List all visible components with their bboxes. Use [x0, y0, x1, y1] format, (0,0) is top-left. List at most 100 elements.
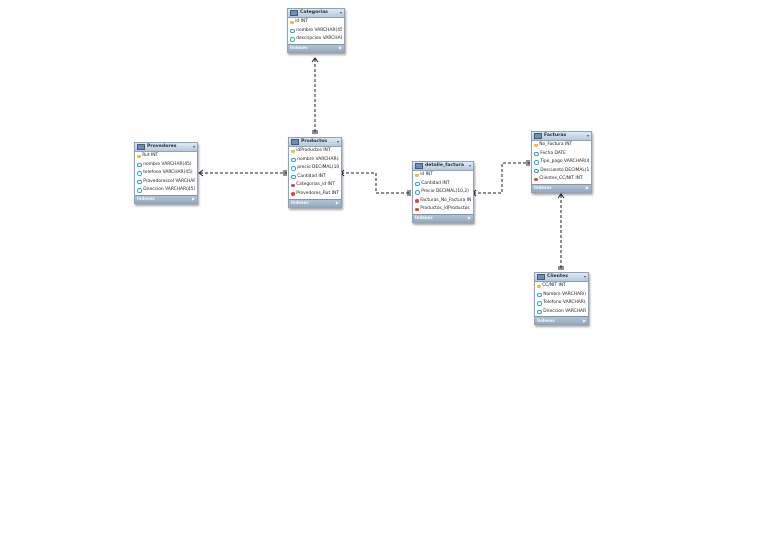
collapse-icon[interactable]: ▾	[586, 132, 589, 138]
table-header[interactable]: Categorias ▾	[288, 9, 344, 18]
column-row[interactable]: Cantidad INT	[289, 173, 341, 182]
expand-arrow-icon[interactable]: ▶	[191, 196, 195, 202]
column-row[interactable]: precio DECIMAL(10,2)	[289, 164, 341, 173]
column-row[interactable]: Direccion VARCHAR(45)	[535, 308, 588, 317]
primary-key-icon	[415, 173, 419, 178]
indexes-section[interactable]: Indexes ▶	[535, 316, 588, 325]
indexes-section[interactable]: Indexes ▶	[532, 183, 591, 192]
table-header[interactable]: Clientes ▾	[535, 273, 588, 282]
column-row[interactable]: Descuento DECIMAL(10,2)	[532, 167, 591, 176]
expand-arrow-icon[interactable]: ▶	[467, 215, 471, 221]
collapse-icon[interactable]: ▾	[468, 162, 471, 168]
column-label: telefono VARCHAR(45)	[143, 170, 193, 176]
column-icon	[137, 179, 142, 185]
primary-key-icon	[291, 149, 295, 154]
column-label: Nombre VARCHAR(45)	[543, 291, 586, 297]
expand-arrow-icon[interactable]: ▶	[335, 199, 339, 205]
column-row[interactable]: Precio DECIMAL(10,2)	[413, 188, 473, 197]
column-icon	[534, 151, 539, 157]
primary-key-icon	[137, 154, 141, 159]
column-row[interactable]: Telefono VARCHAR(45)	[535, 299, 588, 308]
column-label: descripcion VARCHAR(45)	[296, 36, 342, 42]
table-header[interactable]: detalle_factura ▾	[413, 162, 473, 171]
table-icon	[137, 144, 145, 150]
column-icon	[137, 188, 142, 193]
column-label: Tipo_pago VARCHAR(45)	[540, 159, 589, 165]
collapse-icon[interactable]: ▾	[339, 9, 342, 15]
column-row[interactable]: telefono VARCHAR(45)	[135, 169, 197, 178]
table-icon	[290, 10, 298, 16]
column-list: No_Factura INT Fecha DATE Tipo_pago VARCHA…	[532, 141, 591, 184]
column-row[interactable]: Fecha DATE	[532, 150, 591, 159]
expand-arrow-icon[interactable]: ▶	[585, 185, 589, 191]
column-label: nombre VARCHAR(45)	[296, 27, 342, 33]
collapse-icon[interactable]: ▾	[336, 138, 339, 144]
column-label: Cantidad INT	[297, 173, 326, 179]
primary-key-icon	[290, 20, 294, 25]
indexes-section[interactable]: Indexes ▶	[135, 194, 197, 203]
rel-detalle-productos	[341, 172, 411, 194]
column-label: No_Factura INT	[539, 142, 573, 147]
column-label: Fecha DATE	[540, 150, 566, 156]
collapse-icon[interactable]: ▾	[583, 273, 586, 279]
column-row[interactable]: Rut INT	[135, 152, 197, 161]
column-label: Provedores_Rut INT	[296, 190, 339, 196]
column-row[interactable]: idProductos INT	[289, 147, 341, 156]
table-name: Clientes	[547, 273, 568, 279]
column-label: Telefono VARCHAR(45)	[543, 300, 586, 306]
expand-arrow-icon[interactable]: ▶	[582, 317, 586, 323]
column-row[interactable]: Tipo_pago VARCHAR(45)	[532, 158, 591, 167]
table-name: detalle_factura	[425, 162, 464, 168]
table-header[interactable]: Provedores ▾	[135, 143, 197, 152]
expand-arrow-icon[interactable]: ▶	[338, 44, 342, 50]
column-row[interactable]: Provedores_Rut INT	[289, 190, 341, 199]
primary-key-icon	[537, 284, 541, 289]
table-facturas[interactable]: Facturas ▾ No_Factura INT Fecha DATE Tipo_…	[531, 131, 592, 193]
column-icon	[137, 171, 142, 176]
indexes-section[interactable]: Indexes ▶	[289, 198, 341, 207]
column-row[interactable]: No_Factura INT	[532, 141, 591, 150]
column-row[interactable]: Direccion VARCHAR(45)	[135, 186, 197, 195]
column-row[interactable]: nombre VARCHAR(45)	[289, 156, 341, 165]
column-label: Descuento DECIMAL(10,2)	[540, 167, 589, 173]
column-row[interactable]: Cantidad INT	[413, 180, 473, 189]
column-row[interactable]: Provedorescol VARCHAR(45)	[135, 178, 197, 187]
indexes-section[interactable]: Indexes ▶	[288, 43, 344, 52]
table-productos[interactable]: Productos ▾ idProductos INT nombre VARCHA…	[288, 137, 342, 208]
column-label: Productos_idProductos INT	[420, 206, 471, 212]
column-icon	[291, 174, 296, 180]
foreign-key-icon	[291, 183, 295, 188]
column-row[interactable]: Categorias_id INT	[289, 181, 341, 190]
column-row[interactable]: id INT	[288, 18, 344, 27]
column-icon	[415, 190, 420, 195]
table-name: Categorias	[300, 9, 328, 15]
column-icon	[415, 181, 420, 187]
column-list: idProductos INT nombre VARCHAR(45)precio …	[289, 147, 341, 199]
column-row[interactable]: Productos_idProductos INT	[413, 205, 473, 214]
table-categorias[interactable]: Categorias ▾ id INT nombre VARCHAR(45) des…	[287, 8, 345, 53]
column-row[interactable]: Clientes_CC/NIT INT	[532, 175, 591, 184]
column-row[interactable]: CC/NIT INT	[535, 282, 588, 291]
indexes-section[interactable]: Indexes ▶	[413, 213, 473, 222]
column-label: Cantidad INT	[421, 180, 450, 186]
column-row[interactable]: id INT	[413, 171, 473, 180]
column-row[interactable]: Facturas_No_Factura INT	[413, 197, 473, 206]
table-header[interactable]: Facturas ▾	[532, 132, 591, 141]
table-header[interactable]: Productos ▾	[289, 138, 341, 147]
column-label: id INT	[295, 19, 308, 24]
column-row[interactable]: descripcion VARCHAR(45)	[288, 35, 344, 44]
indexes-label: Indexes	[537, 317, 555, 323]
column-row[interactable]: nombre VARCHAR(45)	[288, 27, 344, 36]
column-label: idProductos INT	[296, 148, 331, 153]
column-row[interactable]: Nombre VARCHAR(45)	[535, 291, 588, 300]
foreign-key-icon	[534, 177, 538, 182]
column-row[interactable]: nombre VARCHAR(45)	[135, 161, 197, 170]
collapse-icon[interactable]: ▾	[192, 143, 195, 149]
column-label: Clientes_CC/NIT INT	[539, 176, 583, 182]
table-icon	[415, 163, 423, 169]
indexes-label: Indexes	[415, 215, 433, 221]
